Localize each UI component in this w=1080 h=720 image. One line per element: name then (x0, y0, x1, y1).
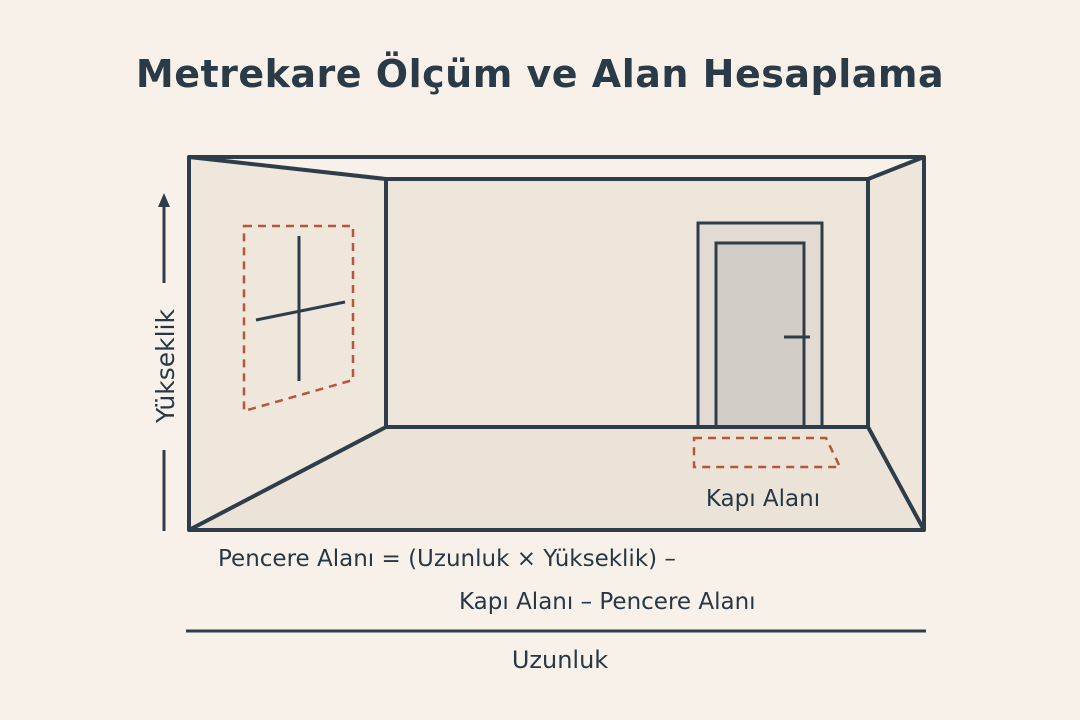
formula-line-1: Pencere Alanı = (Uzunluk × Yükseklik) – (218, 546, 676, 572)
arrow-up-icon (158, 193, 170, 531)
height-label: Yükseklik (151, 308, 180, 423)
door-area-label: Kapı Alanı (706, 486, 820, 512)
formula-line-2: Kapı Alanı – Pencere Alanı (459, 589, 756, 615)
left-wall (189, 157, 386, 530)
right-wall (868, 157, 924, 530)
door (714, 241, 806, 429)
door-area-marker (692, 436, 842, 469)
window-area-marker (242, 224, 355, 413)
room-outline (187, 155, 926, 532)
page-title: Metrekare Ölçüm ve Alan Hesaplama (135, 52, 945, 96)
length-label: Uzunluk (511, 646, 609, 674)
window-cross-icon (255, 236, 346, 381)
floor (189, 427, 924, 530)
